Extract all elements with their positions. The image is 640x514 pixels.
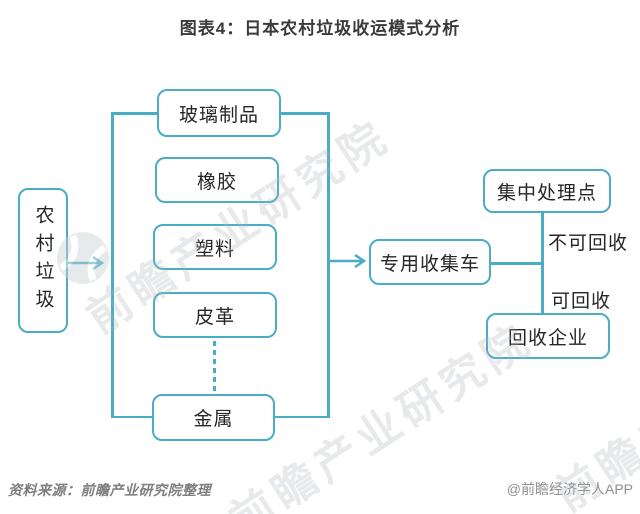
node-recycler-label: 回收企业 (507, 327, 588, 349)
bracket-left-vertical (111, 112, 114, 418)
bracket-right-top-stub (281, 112, 330, 115)
node-plastic: 塑料 (153, 224, 277, 270)
node-treatment-point-label: 集中处理点 (496, 182, 597, 204)
label-recyclable: 可回收 (551, 291, 612, 312)
node-leather-label: 皮革 (194, 306, 235, 328)
data-source-note: 资料来源：前瞻产业研究院整理 (8, 482, 211, 498)
ellipsis-dashed-line (213, 341, 216, 392)
connector-vehicle-branch (491, 262, 543, 265)
node-recycler: 回收企业 (486, 313, 610, 359)
node-glass: 玻璃制品 (157, 89, 281, 137)
node-treatment-point: 集中处理点 (483, 169, 611, 213)
branch-vertical-line (541, 213, 544, 313)
node-collection-vehicle: 专用收集车 (369, 239, 491, 285)
node-rubber: 橡胶 (155, 157, 279, 203)
label-non-recyclable: 不可回收 (548, 233, 629, 254)
node-collection-vehicle-label: 专用收集车 (379, 253, 480, 275)
node-rural-waste: 农村垃圾 (18, 188, 68, 333)
node-rubber-label: 橡胶 (196, 171, 237, 193)
node-rural-waste-label: 农村垃圾 (32, 204, 54, 317)
bracket-left-bottom-stub (111, 415, 153, 418)
node-glass-label: 玻璃制品 (178, 104, 259, 126)
node-leather: 皮革 (153, 292, 277, 338)
bracket-left-top-stub (111, 112, 158, 115)
credit-note: @前瞻经济学人APP (506, 481, 633, 497)
bracket-right-bottom-stub (275, 415, 330, 418)
bracket-right-vertical (327, 112, 330, 418)
node-metal-label: 金属 (193, 409, 234, 430)
node-plastic-label: 塑料 (194, 238, 235, 260)
node-metal: 金属 (152, 394, 275, 441)
chart-title: 图表4：日本农村垃圾收运模式分析 (179, 19, 461, 38)
flow-arrow-right-icon (67, 255, 105, 271)
flow-arrow-right-icon (329, 253, 367, 269)
